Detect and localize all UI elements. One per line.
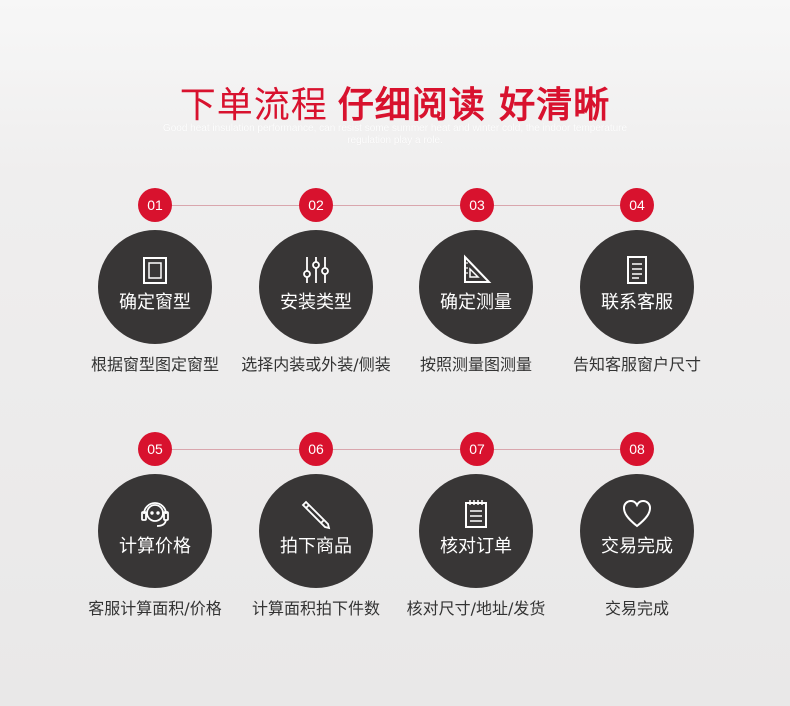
window-icon [139, 254, 171, 286]
step-circle: 交易完成 [580, 474, 694, 588]
step-label: 确定窗型 [119, 292, 191, 313]
heart-icon [621, 498, 653, 530]
step-description: 选择内装或外装/侧装 [241, 355, 391, 374]
sliders-icon [300, 254, 332, 286]
step-description: 核对尺寸/地址/发货 [406, 599, 546, 618]
step-label: 安装类型 [280, 292, 352, 313]
subtitle: Good heat insulation performance, can re… [162, 123, 628, 146]
headset-icon [139, 498, 171, 530]
triangle-ruler-icon [460, 254, 492, 286]
step-circle: 安装类型 [259, 230, 373, 344]
step-number-badge: 04 [620, 188, 654, 222]
step-label: 计算价格 [119, 536, 191, 557]
step-description: 根据窗型图定窗型 [90, 355, 219, 374]
step-label: 确定测量 [440, 292, 512, 313]
step-number-badge: 06 [299, 432, 333, 466]
connector-line-row1 [171, 205, 638, 206]
step-label: 联系客服 [601, 292, 673, 313]
step-label: 交易完成 [601, 536, 673, 557]
step-circle: 计算价格 [98, 474, 212, 588]
step-number-badge: 07 [460, 432, 494, 466]
step-circle: 核对订单 [419, 474, 533, 588]
step-description: 告知客服窗户尺寸 [572, 355, 701, 374]
pencil-icon [300, 498, 332, 530]
step-label: 拍下商品 [280, 536, 352, 557]
page-title: 下单流程仔细阅读 好清晰 [0, 76, 790, 128]
step-number-badge: 02 [299, 188, 333, 222]
notepad-icon [460, 498, 492, 530]
step-description: 按照测量图测量 [419, 355, 532, 374]
step-description: 交易完成 [604, 599, 669, 618]
connector-line-row2 [171, 449, 638, 450]
step-number-badge: 08 [620, 432, 654, 466]
step-circle: 联系客服 [580, 230, 694, 344]
step-circle: 确定测量 [419, 230, 533, 344]
step-number-badge: 03 [460, 188, 494, 222]
step-number-badge: 01 [138, 188, 172, 222]
step-circle: 拍下商品 [259, 474, 373, 588]
document-icon [621, 254, 653, 286]
title-light: 下单流程 [179, 85, 328, 126]
step-number-badge: 05 [138, 432, 172, 466]
step-description: 客服计算面积/价格 [88, 599, 222, 618]
title-bold: 仔细阅读 好清晰 [337, 85, 611, 126]
step-description: 计算面积拍下件数 [251, 599, 380, 618]
step-circle: 确定窗型 [98, 230, 212, 344]
step-label: 核对订单 [440, 536, 512, 557]
